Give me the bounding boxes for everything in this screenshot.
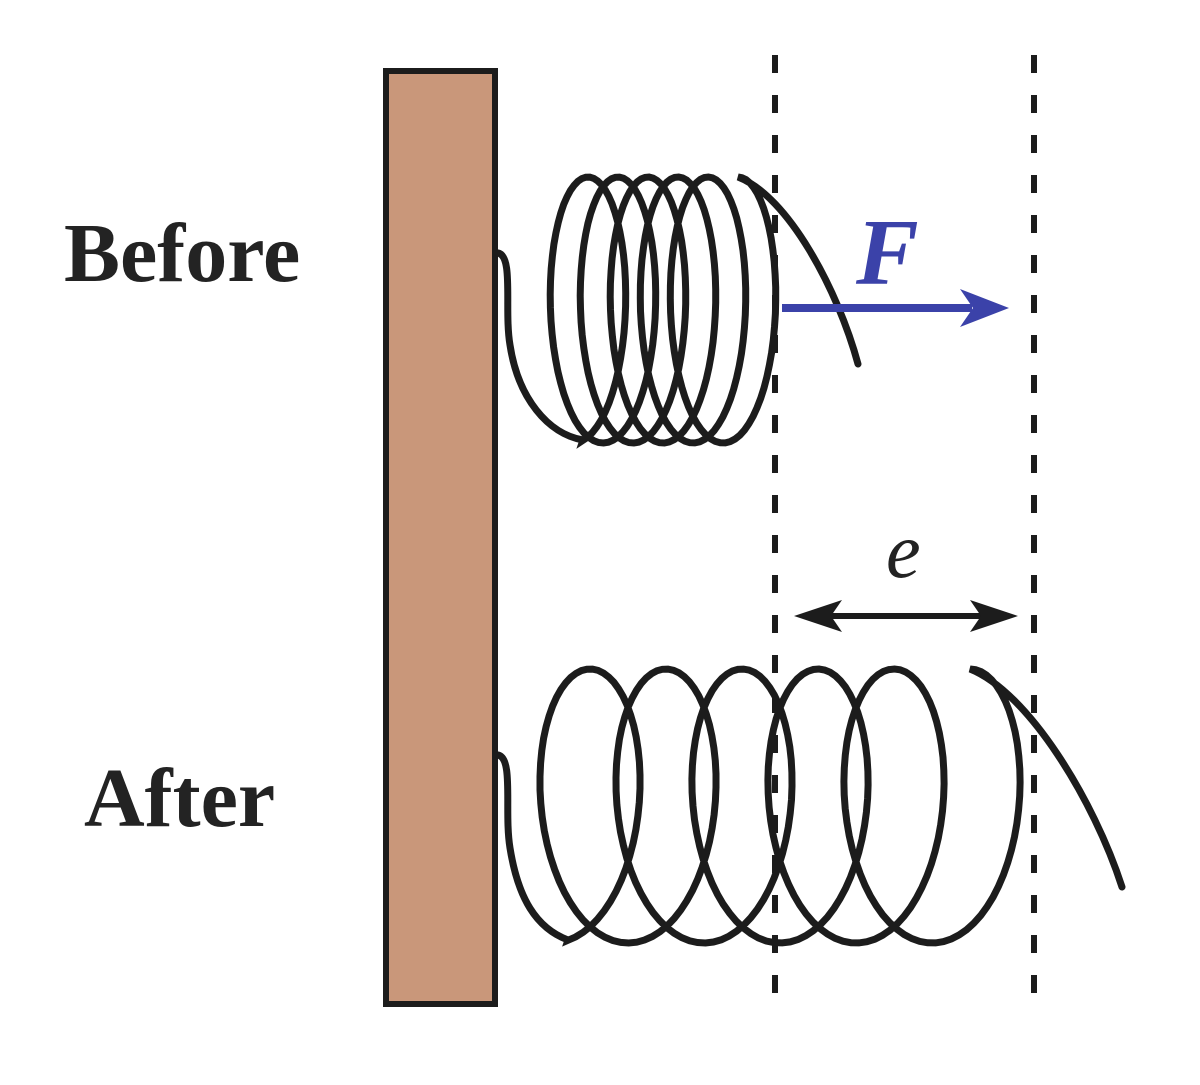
before-label: Before (64, 207, 301, 300)
wall (383, 68, 498, 1007)
extension-right-arrowhead-icon (970, 600, 1018, 632)
force-arrowhead-icon (960, 289, 1009, 327)
extension-symbol-label: e (886, 507, 921, 594)
after-spring-coil (494, 665, 1126, 947)
force-symbol-label: F (856, 201, 919, 305)
extension-arrow (794, 600, 1018, 632)
force-arrow (782, 289, 1009, 327)
extension-left-arrowhead-icon (794, 600, 842, 632)
before-spring-coil (494, 173, 862, 449)
after-label: After (84, 752, 276, 845)
